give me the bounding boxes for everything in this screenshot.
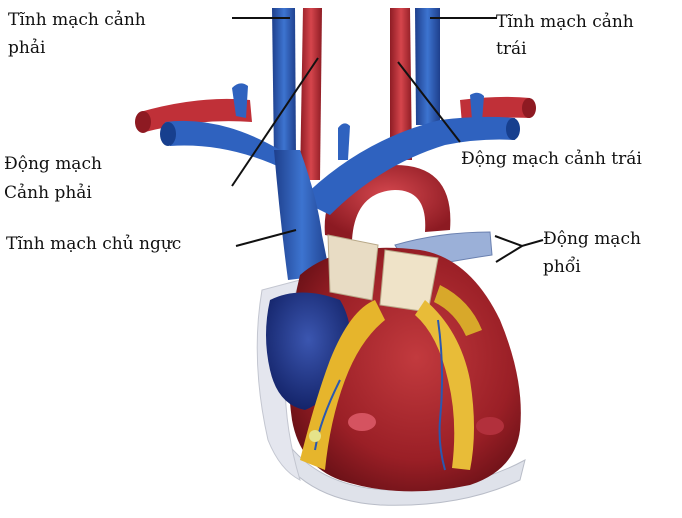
right-carotid-artery-label: Động mạch [4, 152, 102, 177]
right-jugular-vein-label: Tĩnh mạch cảnh [8, 8, 146, 33]
superior-vena-cava-label: Tĩnh mạch chủ ngực [6, 232, 181, 257]
right-carotid-artery-label-line2: Cảnh phải [4, 181, 92, 206]
right-jugular-vein [272, 8, 296, 160]
left-jugular-vein [415, 8, 440, 125]
pulmonary-artery-label: Động mạch [543, 227, 641, 252]
left-jugular-vein-label: Tĩnh mạch cảnh [496, 10, 634, 35]
right-jugular-vein-label-line2: phải [8, 36, 45, 61]
left-jugular-vein-label-line2: trái [496, 37, 527, 62]
pulmonary-artery-label-line2: phổi [543, 255, 581, 280]
left-carotid-artery-label: Động mạch cảnh trái [461, 147, 642, 172]
aorta-root [328, 235, 378, 300]
right-carotid-artery [300, 8, 322, 180]
superior-vena-cava [274, 150, 330, 280]
pulmonary-trunk [380, 250, 438, 312]
